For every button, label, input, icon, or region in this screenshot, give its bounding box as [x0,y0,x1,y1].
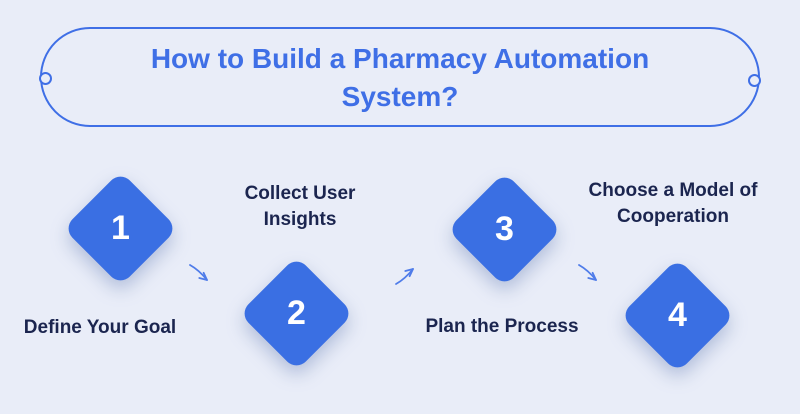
title-banner: How to Build a Pharmacy Automation Syste… [39,27,761,127]
arrow-step3-step4-icon [578,264,597,281]
diamond-shape: 1 [63,171,178,286]
step-3-number: 3 [495,209,514,248]
step-1-number: 1 [111,208,130,247]
step-1-diamond: 1 [63,171,178,286]
diamond-shape: 2 [239,256,354,371]
arrow-step1-step2-icon [189,264,208,281]
step-3-label: Plan the Process [425,316,579,337]
step-2-number: 2 [287,293,306,332]
left-node-circle-icon [39,72,52,85]
step-4-label: Choose a Model of Cooperation [588,180,758,227]
right-node-circle-icon [748,74,761,87]
step-2-diamond: 2 [239,256,354,371]
step-4-number: 4 [668,295,687,334]
step-2-label: Collect User Insights [244,183,356,230]
step-4-diamond: 4 [620,258,735,373]
page-title: How to Build a Pharmacy Automation Syste… [150,43,650,112]
diamond-shape: 3 [447,172,562,287]
step-3-diamond: 3 [447,172,562,287]
arrow-step2-step3-icon [395,268,414,285]
diamond-shape: 4 [620,258,735,373]
step-1-label: Define Your Goal [23,317,177,338]
